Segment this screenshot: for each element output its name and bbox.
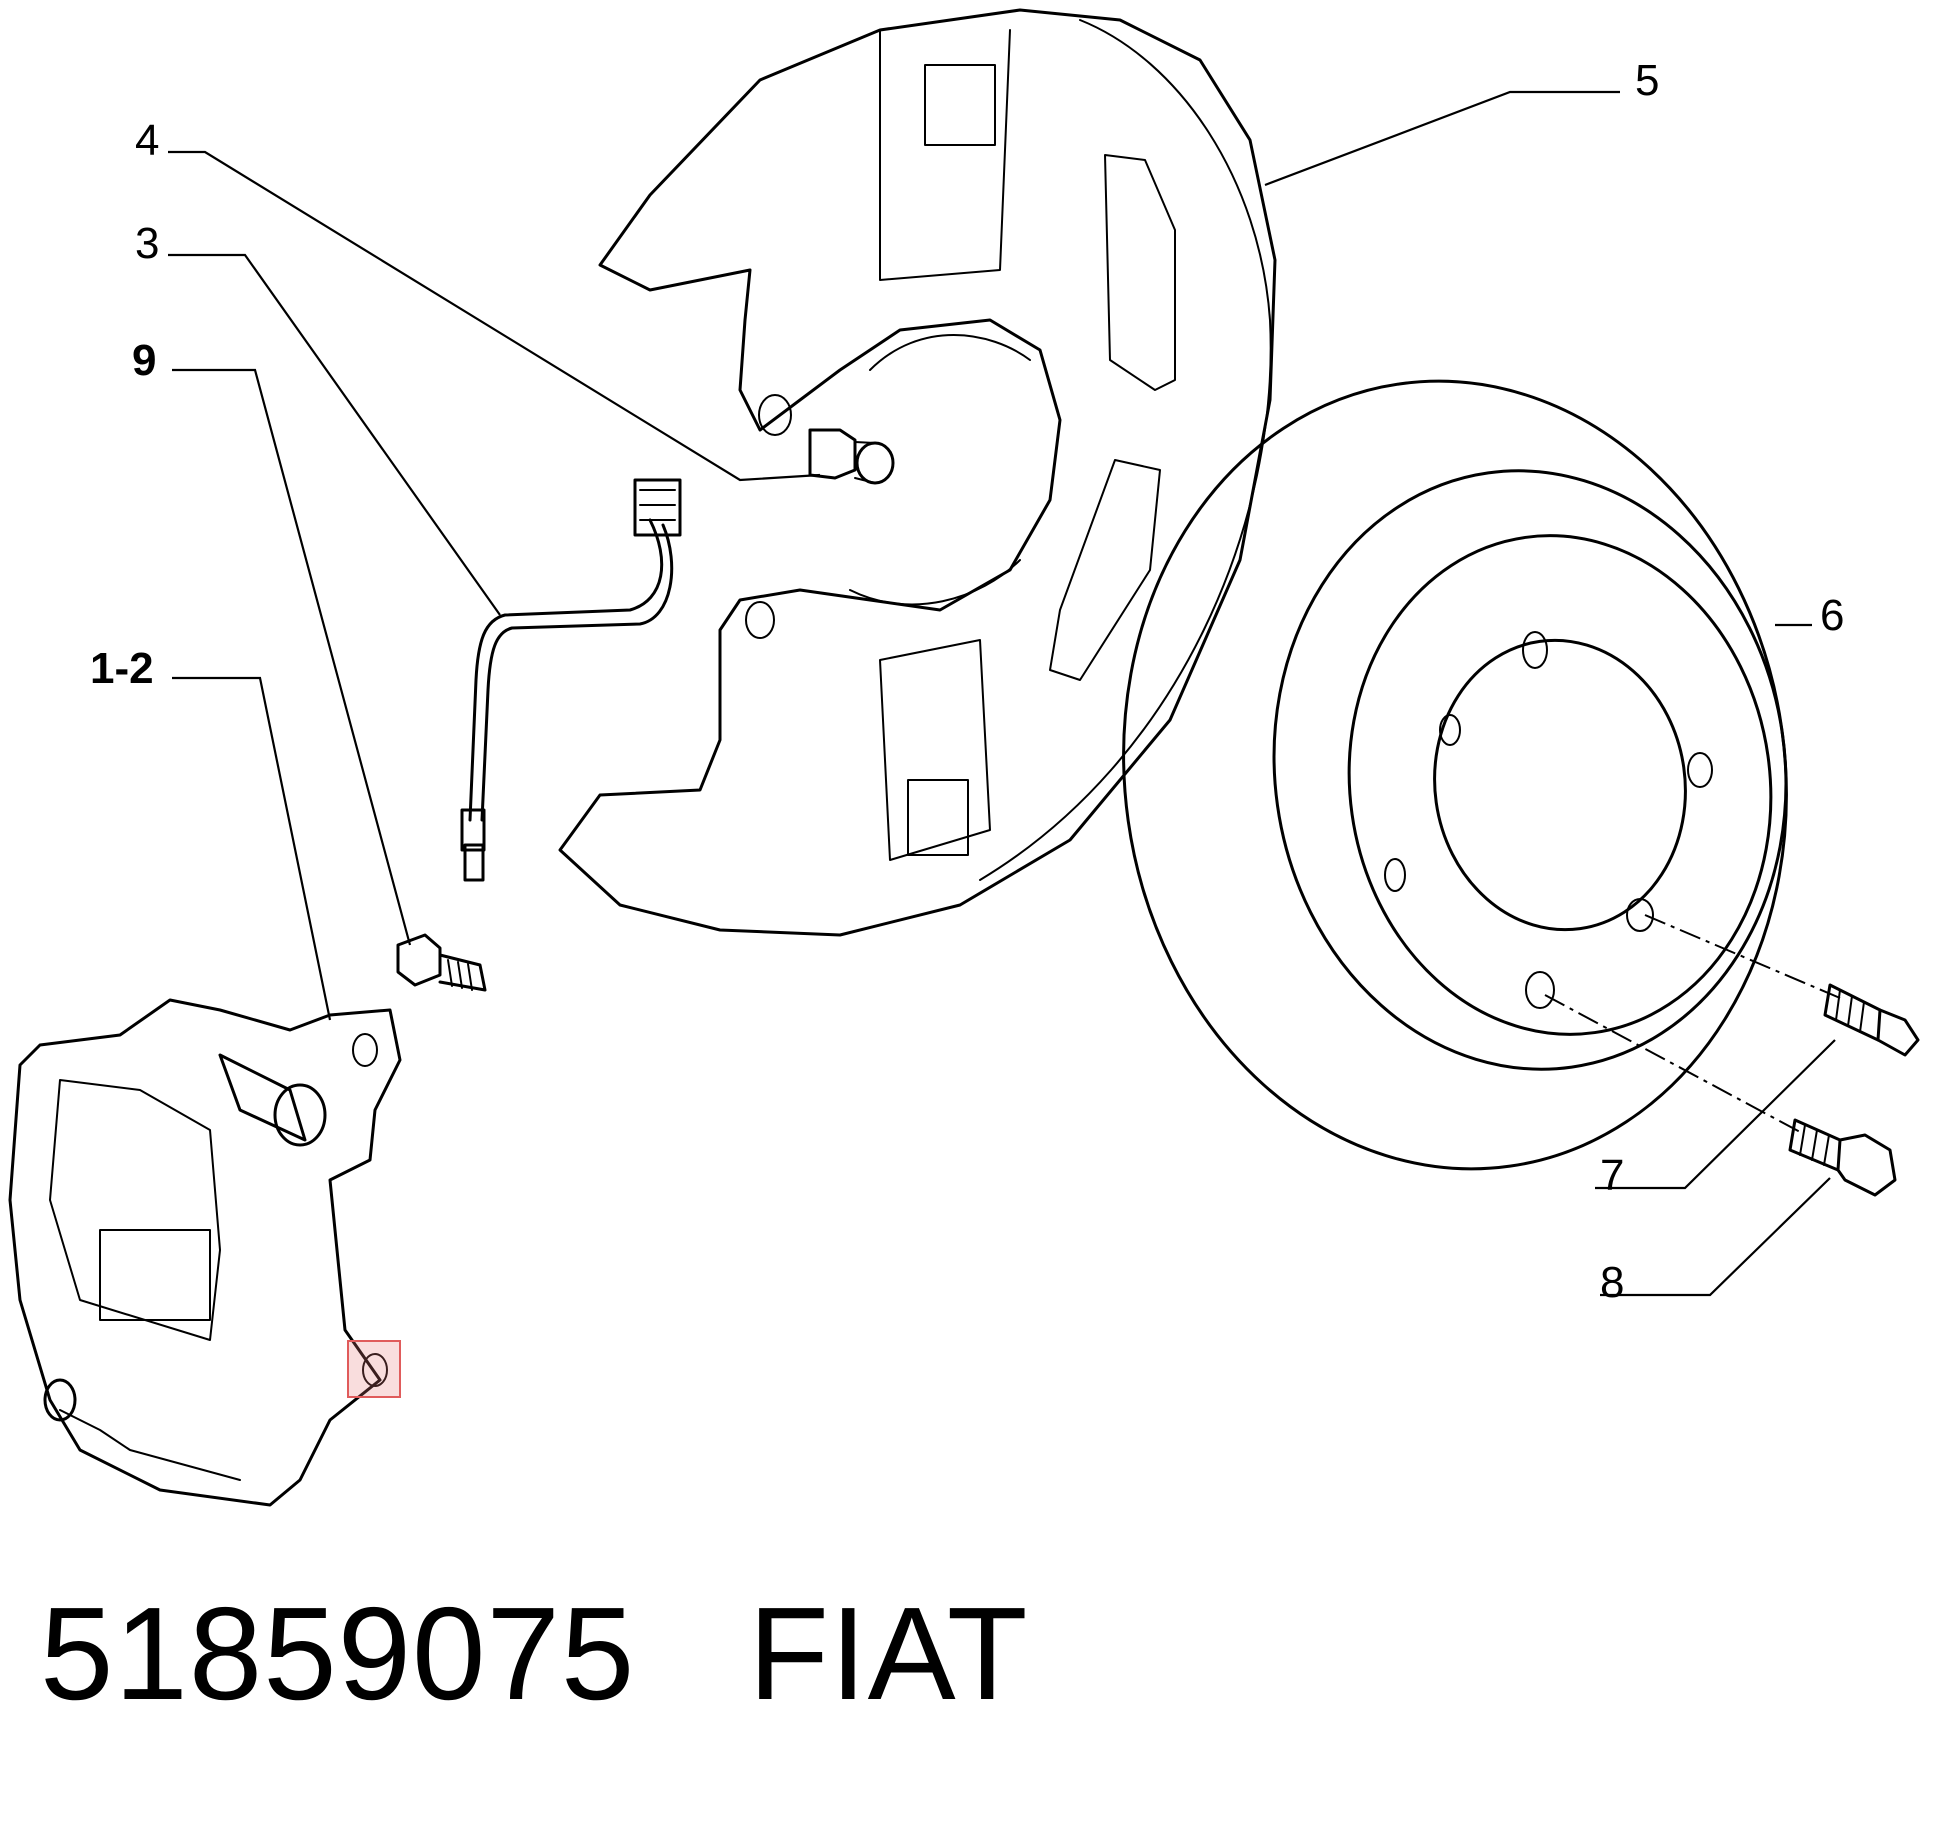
callout-1-2: 1-2 <box>90 644 154 693</box>
brake-assembly-diagram: 4 3 9 1-2 5 6 7 8 <box>8 8 1920 1507</box>
callout-7: 7 <box>1600 1151 1624 1200</box>
stud-part-7 <box>1823 983 1920 1057</box>
centerline-screw <box>1544 994 1801 1133</box>
bolt-part-9 <box>396 933 487 992</box>
screw-part-4 <box>808 428 895 485</box>
brake-caliper-part-1-2 <box>8 998 402 1507</box>
callout-3: 3 <box>135 219 159 268</box>
brand-name: FIAT <box>748 1580 1029 1727</box>
highlight-marker <box>347 1340 401 1398</box>
brake-disc-part-6 <box>1122 379 1788 1171</box>
leader-9 <box>172 368 412 946</box>
callout-9: 9 <box>132 336 156 385</box>
leader-5 <box>1264 90 1620 187</box>
dust-shield-part-5 <box>558 8 1277 937</box>
wear-sensor-part-3 <box>460 478 682 882</box>
callout-8: 8 <box>1600 1258 1624 1307</box>
leader-4 <box>168 150 821 482</box>
screw-part-8 <box>1788 1118 1897 1197</box>
leader-1-2 <box>172 676 332 1021</box>
part-number: 51859075 <box>40 1580 636 1727</box>
leader-7 <box>1595 1039 1836 1190</box>
leader-3 <box>168 253 501 616</box>
callout-4: 4 <box>135 116 159 165</box>
callout-6: 6 <box>1820 591 1844 640</box>
centerline-stud <box>1644 914 1841 999</box>
part-caption: 51859075 FIAT <box>40 1588 1029 1720</box>
callout-5: 5 <box>1635 56 1659 105</box>
leader-8 <box>1600 1177 1831 1297</box>
